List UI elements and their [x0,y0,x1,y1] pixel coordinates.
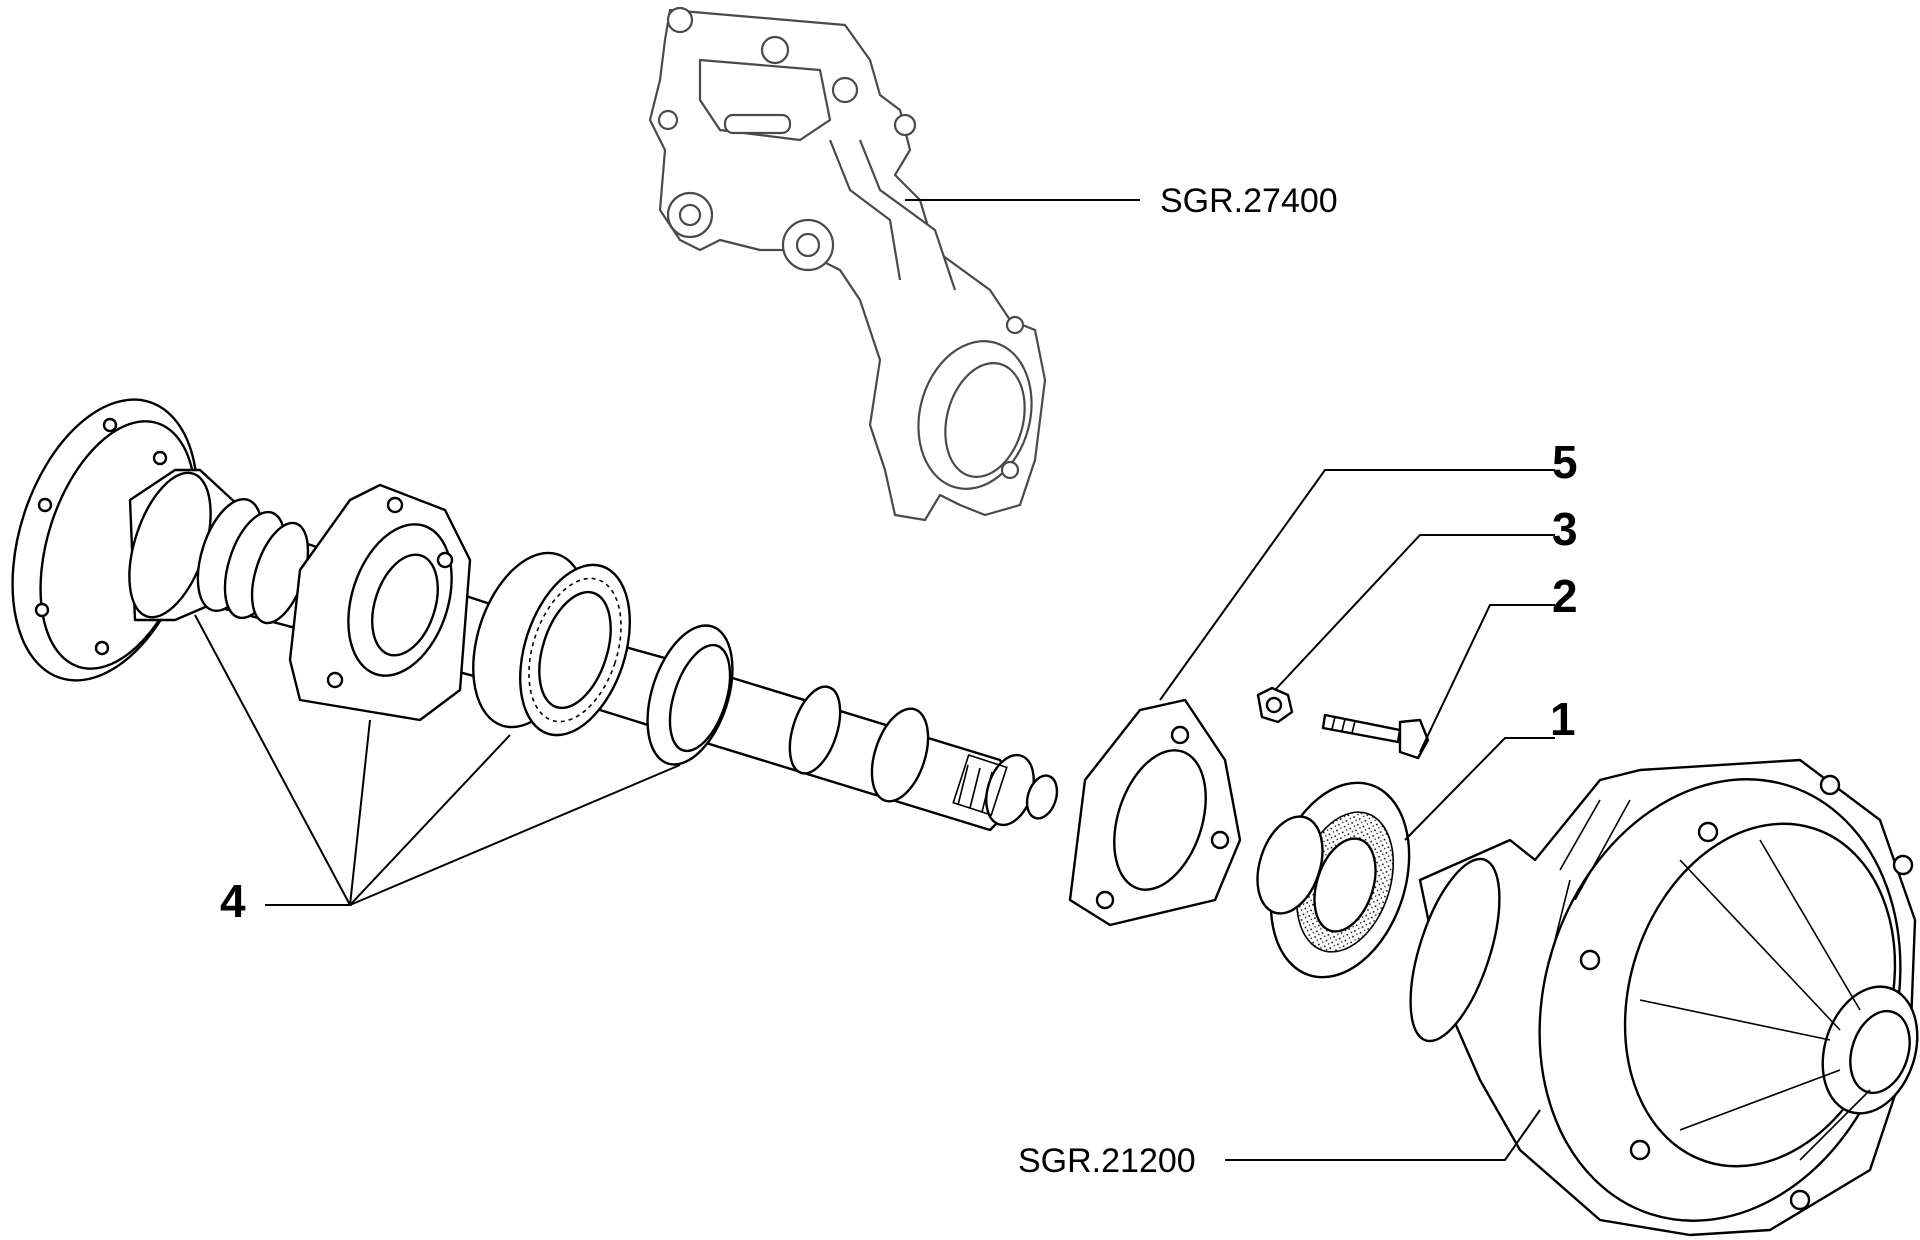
bracket-housing [648,6,1047,522]
nut [1256,686,1294,724]
gasket-plate [1068,698,1242,927]
callout-3: 3 [1552,503,1578,555]
callout-1: 1 [1550,693,1576,745]
leader-lines [194,199,1555,1161]
differential-housing [1409,758,1919,1237]
callout-5: 5 [1552,436,1578,488]
reference-label-upper: SGR.27400 [1160,182,1338,220]
oil-seal [1256,781,1411,979]
callout-4: 4 [220,875,246,927]
output-shaft-assembly [128,468,1059,832]
callout-2: 2 [1552,570,1578,622]
reference-label-lower: SGR.21200 [1018,1142,1196,1180]
bolt [1321,713,1430,760]
